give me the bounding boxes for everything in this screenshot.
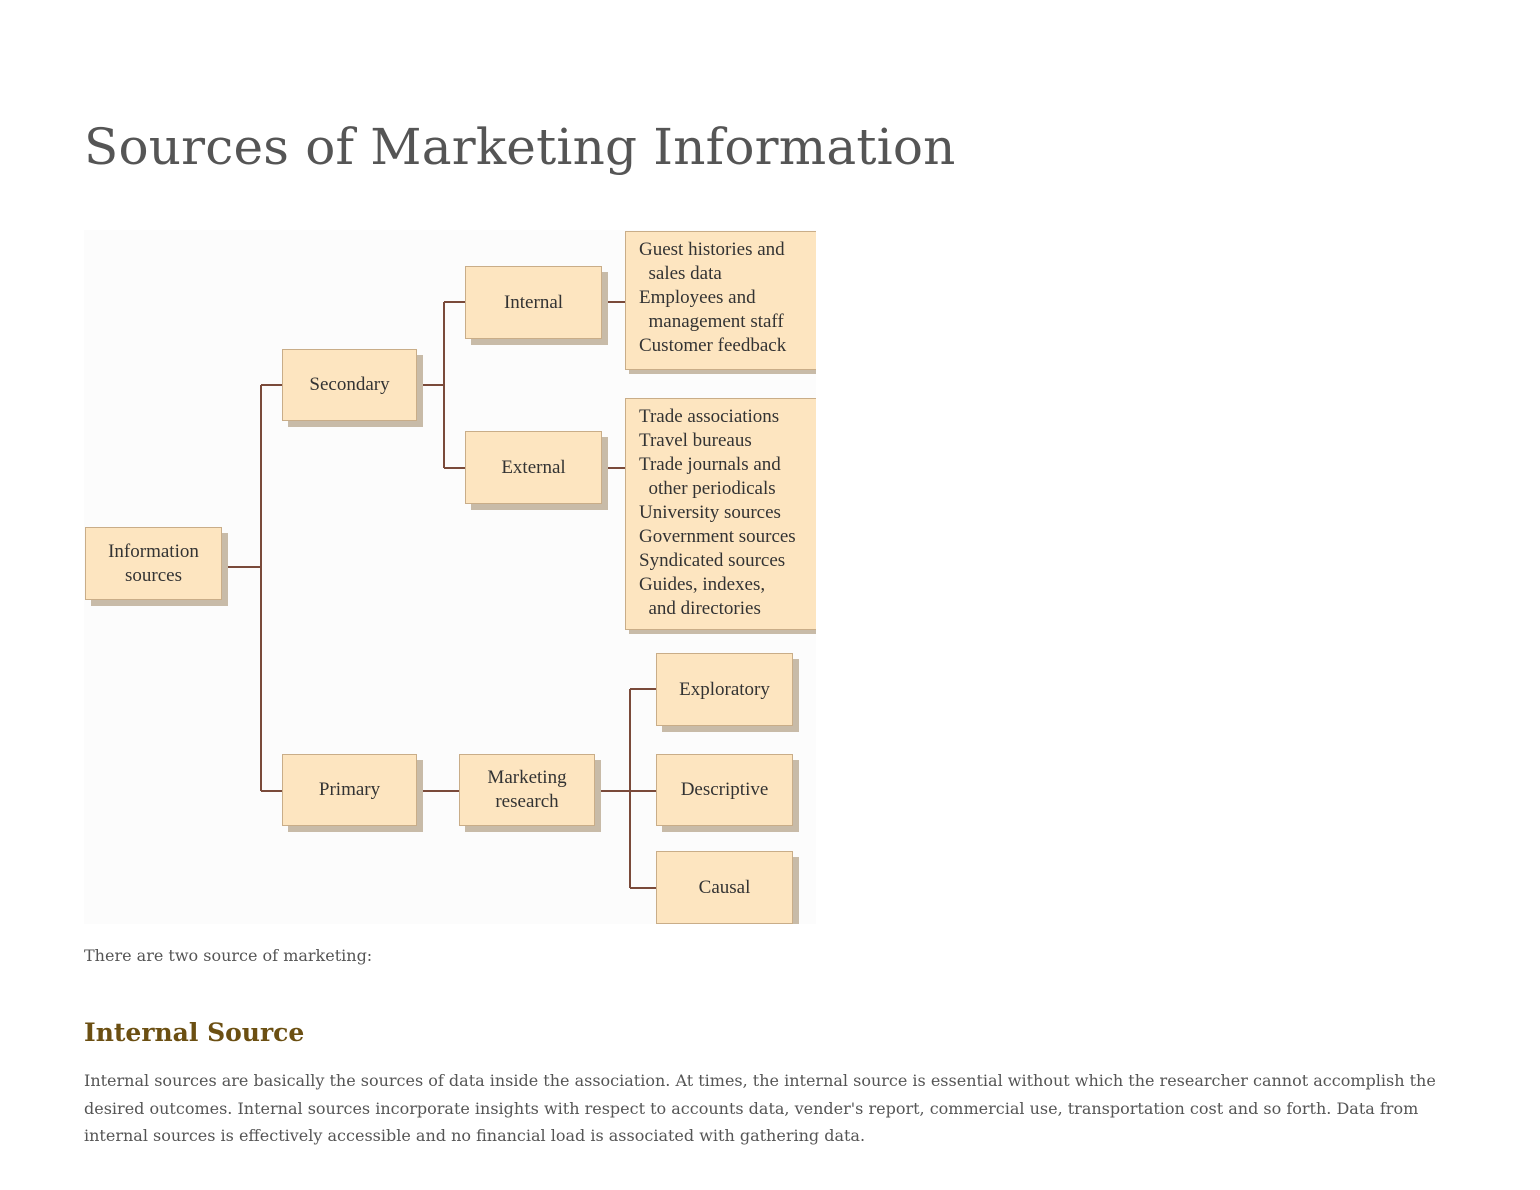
internal-sources-list: Guest histories and sales data Employees…: [625, 231, 816, 370]
information-sources-diagram: Information sources Secondary Primary In…: [84, 230, 816, 924]
section-body: Internal sources are basically the sourc…: [84, 1071, 1436, 1145]
node-descriptive: Descriptive: [656, 754, 793, 826]
node-information-sources: Information sources: [85, 527, 222, 600]
node-external: External: [465, 431, 602, 504]
node-primary: Primary: [282, 754, 417, 826]
page-title: Sources of Marketing Information: [84, 118, 956, 176]
connector-lines: [222, 301, 656, 889]
node-secondary: Secondary: [282, 349, 417, 421]
intro-text: There are two source of marketing:: [84, 946, 373, 965]
node-exploratory: Exploratory: [656, 653, 793, 726]
node-marketing-research: Marketing research: [459, 754, 595, 826]
node-causal: Causal: [656, 851, 793, 924]
section-heading: Internal Source: [84, 1018, 305, 1047]
node-internal: Internal: [465, 266, 602, 339]
external-sources-list: Trade associations Travel bureaus Trade …: [625, 398, 816, 630]
